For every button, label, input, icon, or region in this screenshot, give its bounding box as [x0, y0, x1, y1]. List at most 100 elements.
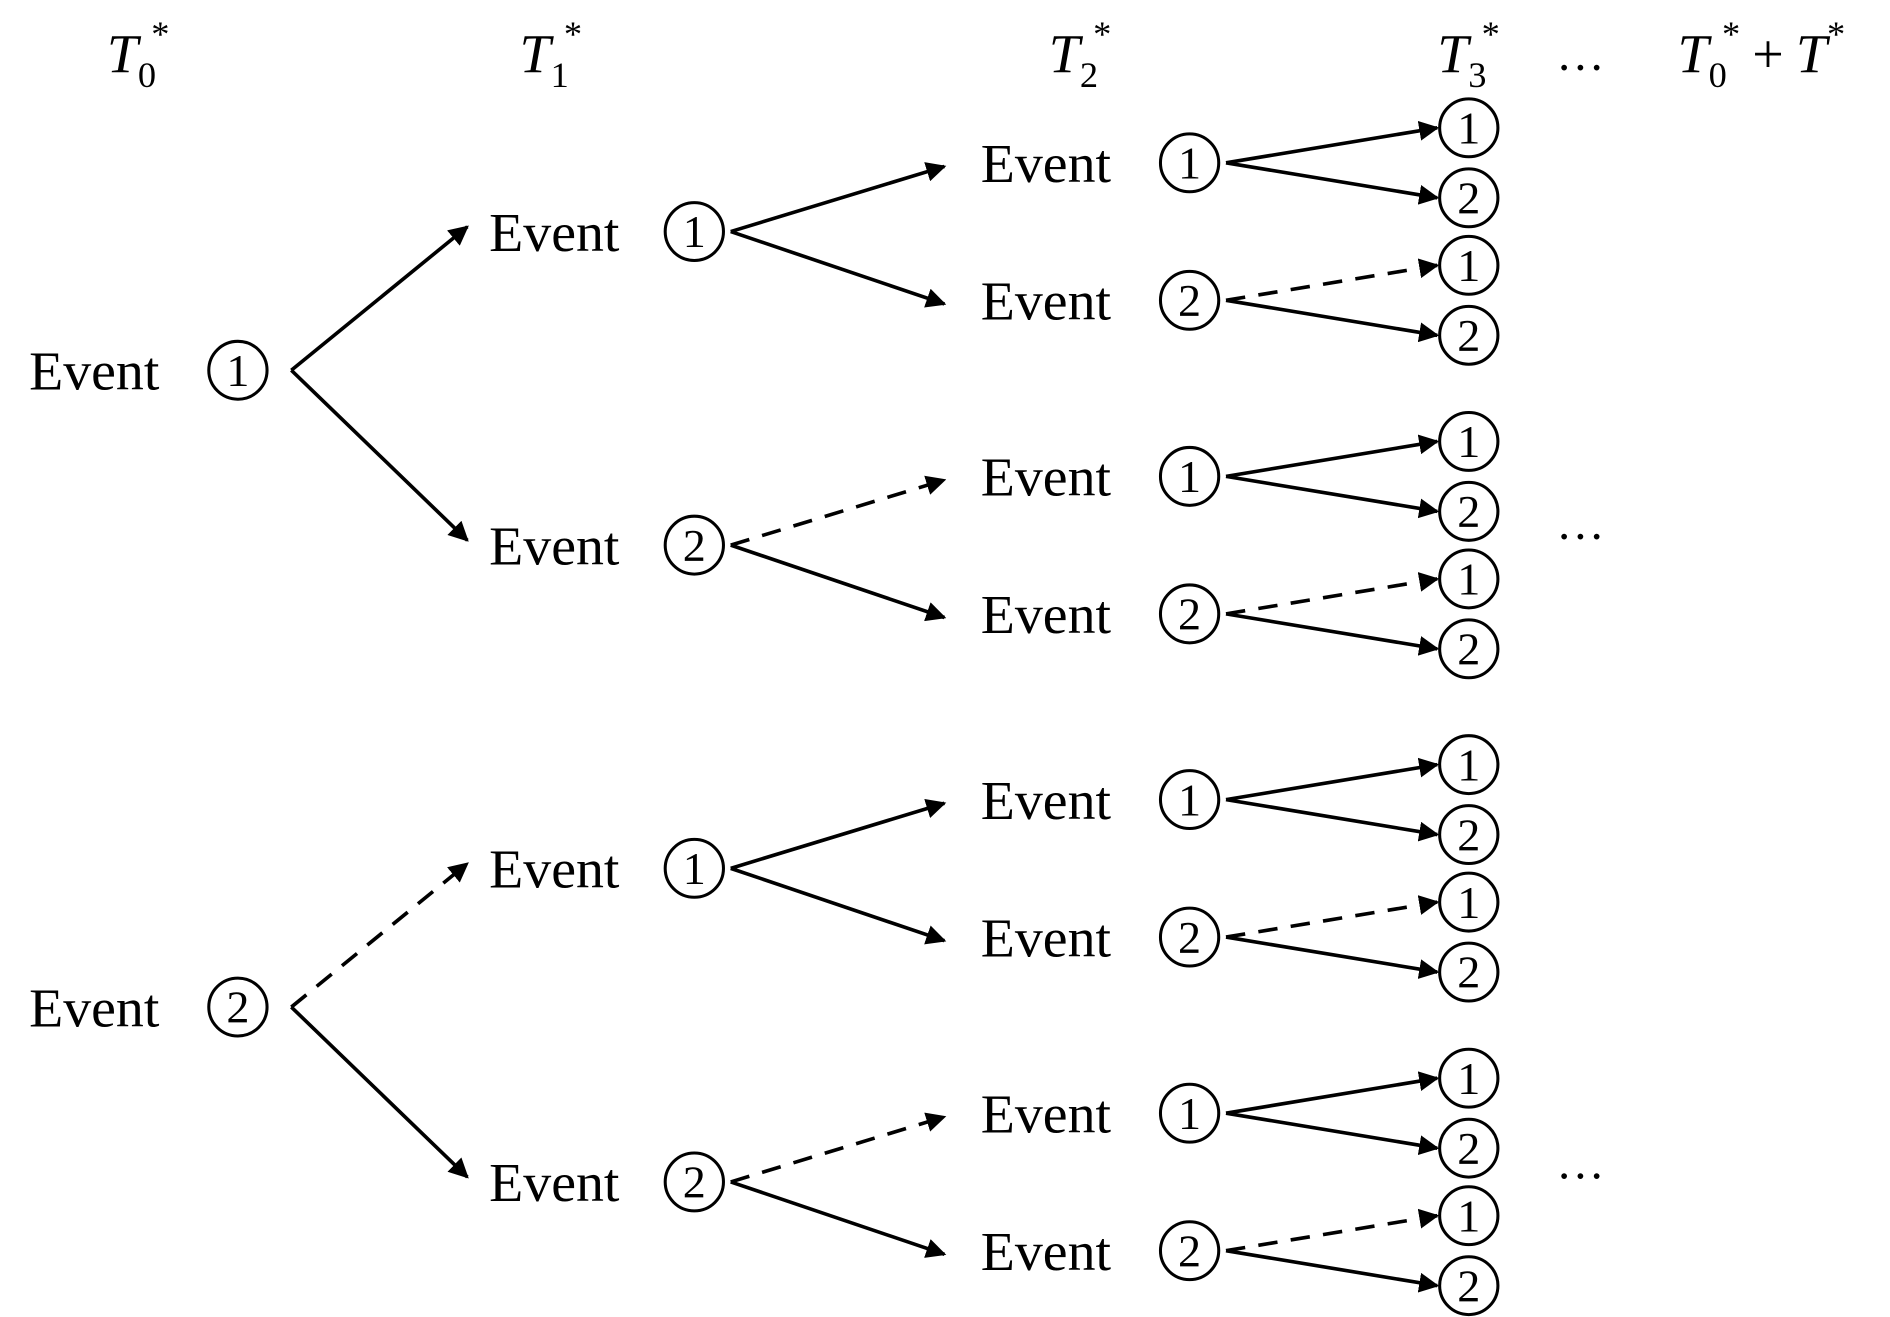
event-label: Event [489, 1152, 620, 1214]
stage3-state-node: 2 [1438, 804, 1500, 866]
dashed-transition-arrow [1225, 895, 1440, 939]
event-label: Event [29, 341, 160, 403]
state-circle [1158, 583, 1221, 645]
event-label: Event [981, 770, 1112, 832]
event-label: Event [981, 908, 1112, 970]
event-label: Event [981, 133, 1112, 195]
solid-transition-arrow [1225, 1111, 1440, 1156]
state-number: 2 [1457, 486, 1480, 537]
state-number: 2 [683, 1157, 706, 1208]
dashed-transition-arrow [1225, 1208, 1440, 1253]
solid-transition-arrow [1225, 1071, 1440, 1115]
state-number: 2 [1457, 624, 1480, 675]
state-circle [1438, 804, 1500, 866]
state-number: 2 [1457, 809, 1480, 860]
stage3-state-node: 2 [1438, 304, 1500, 366]
solid-transition-arrow [290, 1005, 469, 1179]
stage3-state-node: 1 [1438, 871, 1500, 933]
state-circle [1438, 234, 1500, 296]
state-circle [1158, 769, 1221, 831]
edges-layer [290, 120, 1440, 1293]
root-event-node: Event 1 [29, 339, 269, 403]
solid-transition-arrow [730, 866, 947, 945]
state-circle [1158, 445, 1221, 507]
dashed-transition-arrow [730, 475, 947, 547]
state-circle [663, 514, 725, 576]
stage3-state-node: 2 [1438, 1117, 1500, 1179]
state-circle [663, 201, 725, 263]
state-number: 1 [1178, 138, 1201, 189]
state-circle [1438, 480, 1500, 542]
state-circle [1438, 1255, 1500, 1317]
dashed-transition-arrow [730, 1112, 947, 1184]
stage3-state-node: 2 [1438, 1255, 1500, 1317]
stage-label-t2: T2* [1049, 14, 1112, 95]
header-ellipsis: … [1556, 28, 1605, 81]
state-number: 1 [1178, 1088, 1201, 1139]
state-number: 1 [1457, 1191, 1480, 1242]
stage3-state-node: 1 [1438, 1047, 1500, 1109]
stage3-state-node: 1 [1438, 548, 1500, 610]
state-number: 1 [226, 345, 249, 396]
solid-transition-arrow [1225, 434, 1440, 479]
solid-transition-arrow [730, 798, 947, 871]
state-number: 2 [1457, 173, 1480, 224]
stage-label-t0: T0* [107, 14, 170, 95]
state-circle [1438, 871, 1500, 933]
solid-transition-arrow [1225, 120, 1440, 165]
dashed-transition-arrow [290, 862, 469, 1009]
state-number: 2 [1178, 275, 1201, 326]
state-number: 2 [226, 982, 249, 1033]
event-label: Event [981, 1221, 1112, 1283]
state-number: 1 [1457, 416, 1480, 467]
state-number: 1 [1457, 240, 1480, 291]
state-number: 2 [1178, 912, 1201, 963]
event-label: Event [489, 516, 620, 578]
event-label: Event [981, 1084, 1112, 1146]
state-number: 2 [1457, 1260, 1480, 1311]
stage3-state-node: 2 [1438, 618, 1500, 680]
state-number: 2 [1178, 1225, 1201, 1276]
state-circle [1158, 269, 1221, 331]
state-circle [1158, 1220, 1221, 1282]
state-number: 1 [1178, 451, 1201, 502]
stage3-state-node: 1 [1438, 410, 1500, 472]
state-circle [1438, 1047, 1500, 1109]
stage-label-final: T0*+T* [1678, 14, 1846, 95]
stage3-state-node: 1 [1438, 1185, 1500, 1247]
event-label: Event [489, 202, 620, 264]
solid-transition-arrow [1225, 298, 1440, 343]
state-circle [1438, 941, 1500, 1003]
state-circle [207, 976, 269, 1038]
stage3-state-node: 1 [1438, 234, 1500, 296]
stage2-event-node: Event 2 [981, 1220, 1221, 1283]
state-number: 1 [1457, 1053, 1480, 1104]
continuation-ellipsis: … [1556, 1136, 1605, 1189]
state-number: 1 [1457, 739, 1480, 790]
solid-transition-arrow [1225, 612, 1440, 656]
state-number: 1 [1457, 103, 1480, 154]
dashed-transition-arrow [1225, 258, 1440, 303]
state-number: 1 [683, 206, 706, 257]
stage2-event-node: Event 1 [981, 132, 1221, 195]
stage3-state-node: 2 [1438, 480, 1500, 542]
solid-transition-arrow [730, 543, 947, 622]
stage3-state-node: 1 [1438, 97, 1500, 159]
solid-transition-arrow [730, 162, 947, 234]
stage3-state-node: 2 [1438, 167, 1500, 229]
state-circle [1438, 167, 1500, 229]
event-label: Event [981, 271, 1112, 333]
state-circle [1438, 410, 1500, 472]
stage1-event-node: Event 1 [489, 201, 725, 264]
stage2-event-node: Event 2 [981, 269, 1221, 333]
continuation-ellipsis: … [1556, 497, 1605, 550]
stage-label-t3: T3* [1437, 14, 1500, 95]
solid-transition-arrow [290, 368, 469, 542]
